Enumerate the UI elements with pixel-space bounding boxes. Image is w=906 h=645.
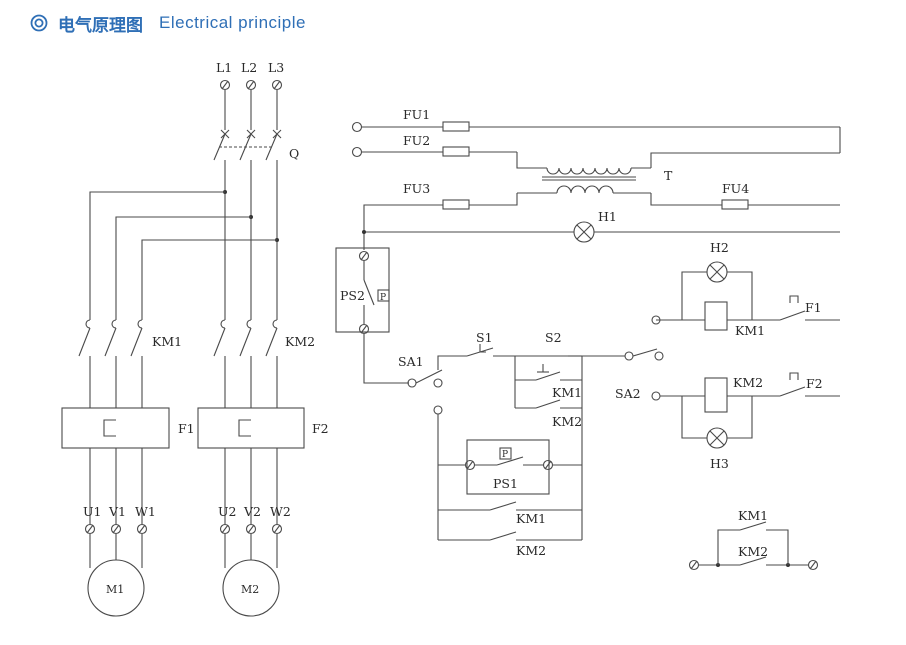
label-sa2: SA2 [615,386,641,401]
label-s2: S2 [545,330,562,345]
label-f2: F2 [312,421,329,436]
overload-f1: F1 [61,407,195,524]
label-km1-main: KM1 [152,334,182,349]
label-l3: L3 [268,60,284,75]
label-km1-interlock: KM1 [738,508,768,523]
overload-f2: F2 [197,407,329,524]
label-fu2: FU2 [403,133,430,148]
terminals-m1: U1 V1 W1 [83,504,156,568]
label-l2: L2 [241,60,257,75]
pushbutton-s1: S1 [466,330,515,357]
label-km2-coil: KM2 [733,375,763,390]
label-km2-aux-2: KM2 [516,543,546,558]
fuse-fu4: FU4 [650,181,840,210]
label-f2-ctrl: F2 [806,376,823,391]
label-km1-aux-1: KM1 [552,385,582,400]
branch-km2-coil: SA2 KM2 F2 H3 [615,372,840,471]
pressure-switch-ps1: P PS1 [438,439,582,495]
label-q: Q [289,146,299,161]
page-header: 电气原理图 Electrical principle [30,10,306,36]
fuse-fu1: FU1 [351,107,841,153]
label-ps1: PS1 [493,476,518,491]
interlock-block: KM1 KM2 [688,508,819,571]
lamp-h1: H1 [362,209,840,243]
label-w1: W1 [135,504,156,519]
contactor-km1-main: KM1 [78,319,182,408]
label-v2: V2 [243,504,261,519]
label-fu3: FU3 [403,181,430,196]
label-l1: L1 [216,60,232,75]
page-title-en: Electrical principle [159,13,306,32]
label-km2-interlock: KM2 [738,544,768,559]
ps2-p-symbol: P [380,293,386,303]
label-km2-aux-1: KM2 [552,414,582,429]
bus-taps [89,190,279,320]
label-km1-coil: KM1 [735,323,765,338]
supply-lines: L1 L2 L3 [216,60,284,130]
contactor-km2-main: KM2 [213,319,315,408]
branch-km1-coil: H2 KM1 F1 [651,240,840,338]
label-km1-aux-2: KM1 [516,511,546,526]
terminals-m2: U2 V2 W2 [218,504,291,568]
motor-m1: M1 [87,559,145,617]
label-h1: H1 [598,209,617,224]
fuse-fu2: FU2 [351,133,547,169]
label-h3: H3 [710,456,729,471]
selector-sa1: SA1 [398,354,467,540]
label-f1: F1 [178,421,195,436]
label-w2: W2 [270,504,291,519]
motor-m2: M2 [222,559,280,617]
aux-contacts-self-hold: KM1 KM2 [515,371,582,429]
label-h2: H2 [710,240,729,255]
pressure-switch-ps2: P PS2 [335,247,409,384]
label-v1: V1 [108,504,126,519]
aux-contacts-lower: KM1 KM2 [438,501,582,558]
pushbutton-s2: S2 [514,330,625,540]
label-u2: U2 [218,504,237,519]
transformer-t: T [517,152,840,194]
label-f1-ctrl: F1 [805,300,822,315]
label-m1: M1 [106,583,124,596]
label-m2: M2 [241,583,259,596]
ps1-p-symbol: P [502,450,508,460]
label-t: T [664,168,673,183]
page-title-cn: 电气原理图 [58,15,143,36]
label-ps2: PS2 [340,288,365,303]
label-sa1: SA1 [398,354,424,369]
label-u1: U1 [83,504,102,519]
label-km2-main: KM2 [285,334,315,349]
label-fu4: FU4 [722,181,749,196]
label-fu1: FU1 [403,107,430,122]
double-circle-icon [30,14,48,32]
main-switch-q: Q [213,129,299,320]
contact-sa1-right [624,348,664,361]
label-s1: S1 [476,330,493,345]
fuse-fu3: FU3 [363,181,518,250]
